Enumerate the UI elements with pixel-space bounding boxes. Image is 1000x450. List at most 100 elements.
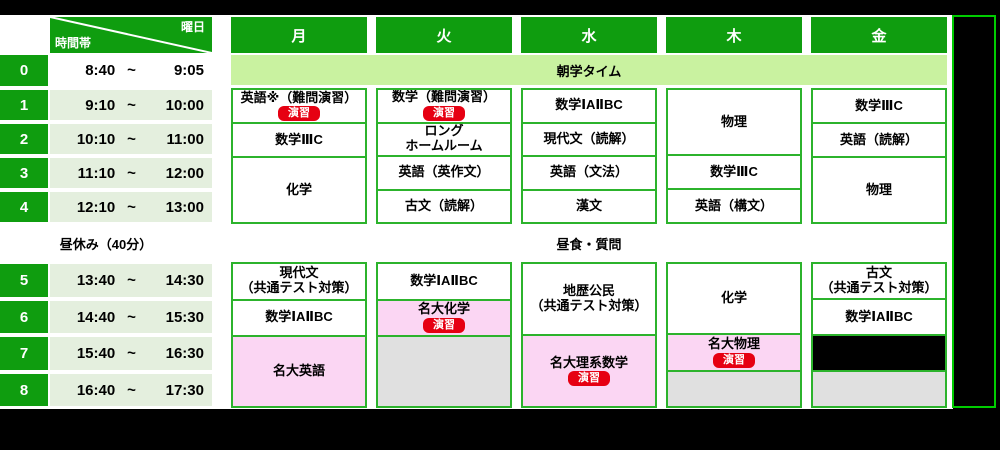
day-header-label: 木 — [726, 27, 742, 45]
time-start: 12:10 — [76, 198, 116, 216]
subject-label: 地歴公民 — [562, 283, 615, 299]
thu-morning-block: 物理数学ⅢC 英語（構文） — [666, 88, 802, 224]
timetable-cell-wed-morning-1: 現代文（読解） — [523, 121, 655, 156]
time-end: 14:30 — [165, 272, 204, 289]
subject-label: 物理 — [865, 181, 892, 197]
time-sep: ~ — [127, 345, 136, 362]
subject-label: 現代文（読解） — [543, 130, 635, 146]
period-number-label: 2 — [19, 130, 29, 148]
day-header-label: 金 — [871, 27, 887, 45]
time-end: 10:00 — [165, 96, 204, 114]
period-number-label: 5 — [19, 272, 29, 289]
timetable-cell-wed-morning-3: 漢文 — [523, 188, 655, 223]
diagonal-divider-line — [50, 17, 212, 53]
time-sep: ~ — [127, 381, 136, 399]
timetable-cell-thu-morning-2: 英語（構文） — [668, 188, 800, 222]
day-header-thu: 木 — [666, 17, 802, 53]
timetable-cell-wed-morning-0: 数学ⅠAⅡBC — [523, 90, 655, 122]
period-number-4: 4 — [0, 192, 48, 222]
period-number-5: 5 — [0, 264, 48, 297]
lunch-break-left: 昼休み（40分） — [0, 233, 212, 253]
day-header-label: 水 — [581, 27, 597, 45]
period-number-8: 8 — [0, 374, 48, 406]
day-header-label: 火 — [436, 27, 452, 45]
morning-study-label: 朝学タイム — [556, 63, 622, 79]
subject-label: 古文 — [865, 265, 892, 281]
timetable-cell-wed-afternoon-0: 地歴公民（共通テスト対策） — [523, 264, 655, 334]
enshu-badge: 演習 — [568, 371, 610, 387]
subject-label: 化学 — [720, 290, 747, 306]
period-number-label: 3 — [19, 164, 29, 182]
period-number-label: 7 — [19, 345, 29, 362]
subject-label: 名大物理 — [707, 335, 760, 351]
timetable-cell-tue-morning-2: 英語（英作文） — [378, 155, 510, 189]
time-range-5: 13:40~14:30 — [50, 264, 212, 297]
timetable-cell-thu-morning-1: 数学ⅢC — [668, 154, 800, 188]
timetable-cell-fri-afternoon-3 — [813, 370, 945, 406]
time-end: 17:30 — [165, 381, 204, 399]
subject-label: 英語※（難問演習） — [240, 90, 358, 105]
subject-label: （共通テスト対策） — [240, 280, 358, 296]
period-number-label: 1 — [19, 96, 29, 114]
timetable-cell-mon-afternoon-1: 数学ⅠAⅡBC — [233, 298, 365, 336]
timetable-cell-thu-afternoon-0: 化学 — [668, 264, 800, 333]
time-sep: ~ — [127, 96, 136, 114]
timetable-cell-mon-morning-1: 数学ⅢC — [233, 122, 365, 156]
time-end: 13:00 — [165, 198, 204, 216]
period-number-2: 2 — [0, 124, 48, 154]
enshu-badge: 演習 — [278, 106, 320, 122]
day-header-label: 月 — [291, 27, 307, 45]
subject-label: 英語（読解） — [839, 131, 918, 147]
time-range-4: 12:10~13:00 — [50, 192, 212, 222]
subject-label: 英語（構文） — [694, 197, 773, 213]
subject-label: 数学ⅠAⅡBC — [845, 308, 913, 324]
subject-label: 名大化学 — [417, 301, 470, 317]
time-sep: ~ — [127, 308, 136, 326]
timetable-cell-fri-afternoon-2 — [813, 334, 945, 370]
subject-label: 数学ⅢC — [855, 97, 903, 113]
time-range-7: 15:40~16:30 — [50, 337, 212, 370]
subject-label: 数学ⅠAⅡBC — [265, 309, 333, 325]
day-header-mon: 月 — [231, 17, 367, 53]
subject-label: 古文（読解） — [404, 197, 483, 213]
timetable-cell-tue-afternoon-2 — [378, 335, 510, 406]
time-start: 8:40 — [85, 62, 116, 79]
time-start: 11:10 — [77, 164, 116, 182]
subject-label: （共通テスト対策） — [820, 280, 938, 295]
subject-label: 化学 — [285, 181, 312, 197]
period-number-label: 0 — [19, 62, 29, 79]
subject-label: 数学ⅠAⅡBC — [410, 272, 478, 288]
period-number-1: 1 — [0, 90, 48, 120]
timetable-cell-thu-morning-0: 物理 — [668, 90, 800, 154]
thu-afternoon-block: 化学名大物理演習 — [666, 262, 802, 408]
time-range-3: 11:10~12:00 — [50, 158, 212, 188]
time-range-0: 8:40~9:05 — [50, 55, 212, 86]
fri-afternoon-block: 古文（共通テスト対策） 数学ⅠAⅡBC — [811, 262, 947, 408]
time-end: 9:05 — [173, 62, 204, 79]
time-range-6: 14:40~15:30 — [50, 301, 212, 333]
timetable-cell-mon-afternoon-0: 現代文（共通テスト対策） — [233, 264, 365, 299]
time-start: 10:10 — [76, 130, 116, 148]
period-number-0: 0 — [0, 55, 48, 86]
period-number-6: 6 — [0, 301, 48, 333]
subject-label: 現代文 — [279, 265, 319, 281]
time-end: 15:30 — [165, 308, 204, 326]
period-number-label: 8 — [19, 381, 29, 399]
subject-label: 数学（難問演習） — [391, 90, 496, 105]
day-header-wed: 水 — [521, 17, 657, 53]
subject-label: 英語（英作文） — [398, 164, 490, 180]
subject-label: 名大英語 — [272, 363, 325, 379]
mon-afternoon-block: 現代文（共通テスト対策） 数学ⅠAⅡBC 名大英語 — [231, 262, 367, 408]
timetable-cell-fri-morning-1: 英語（読解） — [813, 122, 945, 156]
timetable-cell-thu-afternoon-2 — [668, 369, 800, 406]
wed-afternoon-block: 地歴公民（共通テスト対策）名大理系数学演習 — [521, 262, 657, 408]
timetable-cell-tue-morning-0: 数学（難問演習）演習 — [378, 90, 510, 122]
timetable-cell-fri-afternoon-1: 数学ⅠAⅡBC — [813, 298, 945, 334]
timetable-cell-tue-morning-3: 古文（読解） — [378, 188, 510, 223]
timetable-cell-wed-morning-2: 英語（文法） — [523, 155, 655, 189]
wed-morning-block: 数学ⅠAⅡBC 現代文（読解） 英語（文法） 漢文 — [521, 88, 657, 224]
subject-label: 英語（文法） — [549, 164, 628, 180]
day-header-tue: 火 — [376, 17, 512, 53]
